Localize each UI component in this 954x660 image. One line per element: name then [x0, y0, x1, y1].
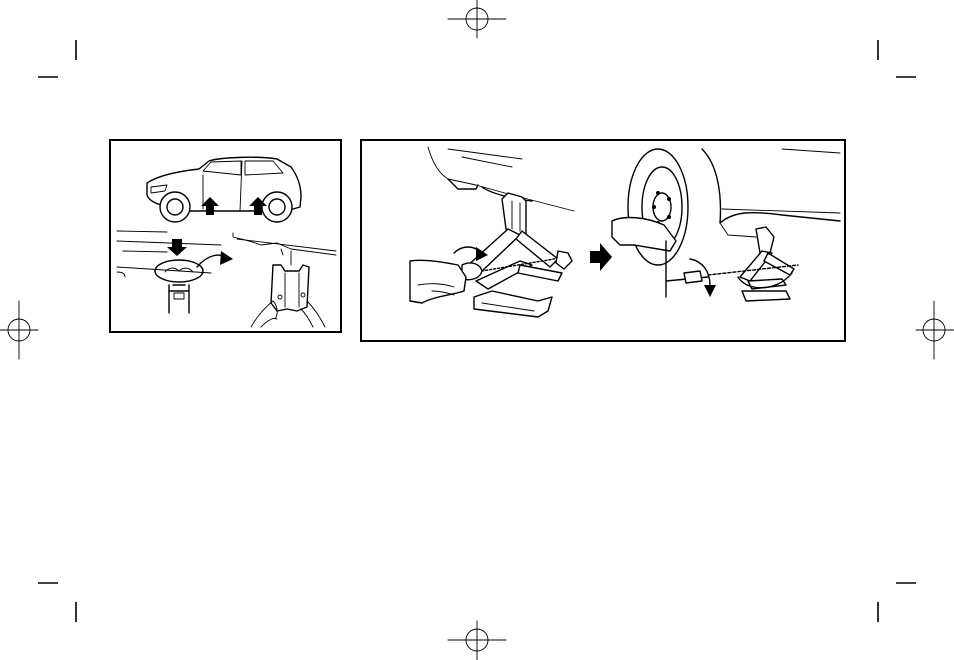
registration-target-right	[916, 301, 954, 359]
jack-head-in-hand	[233, 233, 336, 327]
jack-point-figure	[109, 139, 342, 333]
registration-target-bottom	[448, 621, 506, 660]
registration-target-top	[448, 0, 506, 38]
jack-raising-figure	[360, 139, 846, 342]
car-side-view	[147, 157, 301, 222]
jack-raising-illustration	[362, 141, 844, 340]
jack-under-sill-handle-turn	[410, 147, 574, 317]
registration-target-left	[0, 301, 38, 359]
jack-point-illustration	[111, 141, 340, 331]
jack-point-closeup	[117, 231, 233, 313]
jack-raising-vehicle-at-wheel	[612, 149, 840, 301]
next-step-arrow	[590, 243, 612, 271]
